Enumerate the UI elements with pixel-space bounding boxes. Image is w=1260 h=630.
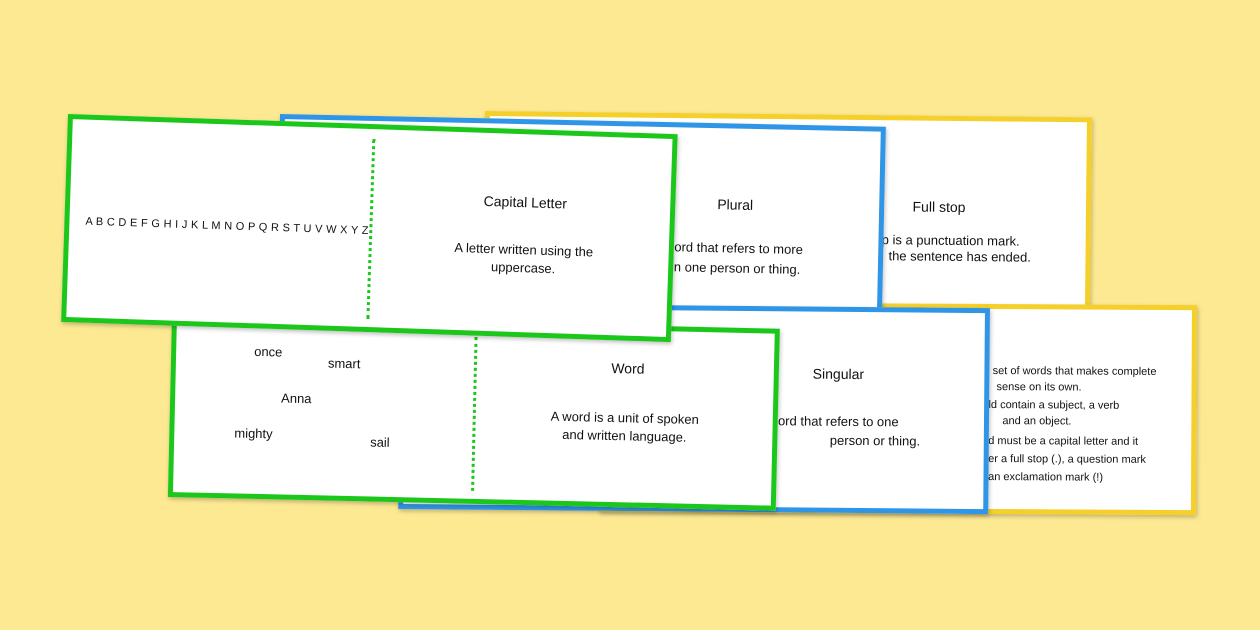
card-word[interactable]: once smart Anna mighty sail Word A word …: [167, 315, 780, 511]
card-definition-line: A letter written using the: [454, 239, 594, 260]
card-definition-line: p is a punctuation mark.: [881, 232, 1020, 249]
alphabet-example: A B C D E F G H I J K L M N O P Q R S T …: [85, 215, 369, 238]
card-definition-line: person or thing.: [829, 432, 921, 449]
card-definition-line: d must be a capital letter and it: [988, 435, 1139, 448]
example-word: smart: [327, 355, 361, 372]
card-definition-line: er a full stop (.), a question mark: [988, 453, 1146, 466]
card-definition-line: and written language.: [562, 426, 687, 445]
card-definition-line: ord that refers to one: [777, 413, 899, 430]
card-definition-line: ord that refers to more: [674, 239, 804, 257]
card-definition-line: set of words that makes complete: [992, 365, 1157, 378]
dotted-divider: [471, 336, 478, 491]
example-word: sail: [369, 434, 390, 450]
card-capital-letter[interactable]: A B C D E F G H I J K L M N O P Q R S T …: [61, 114, 678, 343]
card-title: Capital Letter: [483, 192, 568, 212]
card-title: Full stop: [912, 198, 966, 216]
example-word: Anna: [280, 390, 312, 407]
card-title: Word: [611, 359, 645, 377]
card-definition-line: sense on its own.: [996, 381, 1082, 394]
card-definition-line: an exclamation mark (!): [988, 471, 1104, 484]
card-definition-line: and an object.: [1002, 415, 1072, 428]
card-definition-line: the sentence has ended.: [888, 248, 1031, 265]
card-definition-line: uppercase.: [490, 259, 556, 277]
example-word: mighty: [234, 425, 273, 442]
card-definition-line: ld contain a subject, a verb: [988, 399, 1120, 412]
card-definition-line: A word is a unit of spoken: [550, 408, 700, 427]
card-definition-line: n one person or thing.: [673, 259, 801, 277]
card-title: Plural: [717, 196, 754, 213]
example-word: once: [254, 343, 283, 360]
card-title: Singular: [812, 365, 865, 383]
